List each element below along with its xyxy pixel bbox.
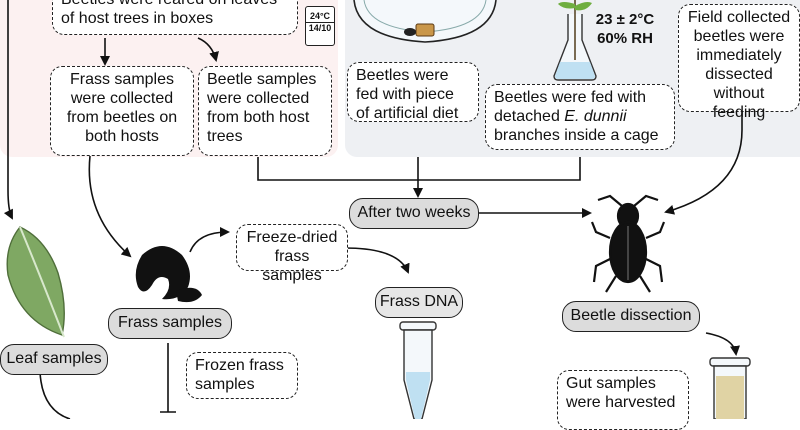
dunnii-text-post: branches inside a cage [494,127,659,144]
beetle-icon [590,194,666,293]
badge-temperature: 24°C [309,11,331,21]
frozen-frass-text: Frozen frass samples [195,357,284,393]
reared-text: Beetles were reared on leaves of host tr… [61,0,277,27]
beetle-collected-text: Beetle samples were collected from both … [207,71,317,145]
frass-samples-pill: Frass samples [108,308,232,339]
tube-icon [399,321,437,419]
flask-icon [553,0,597,81]
badge-photoperiod: 14/10 [306,22,334,34]
reared-on-leaves-box: Beetles were reared on leaves of host tr… [52,0,298,35]
beetle-dissection-pill: Beetle dissection [562,301,700,332]
frass-collected-text: Frass samples were collected from beetle… [66,71,178,145]
petri-dish-icon [353,0,497,43]
frass-collected-box: Frass samples were collected from beetle… [50,66,194,156]
humidity-label: 60% RH [597,30,653,47]
field-collected-box: Field collected beetles were immediately… [678,4,800,121]
freeze-dried-text: Freeze-dried frass samples [246,229,338,284]
frass-dna-pill: Frass DNA [375,287,463,318]
climate-chamber-badge: 24°C 14/10 [305,6,335,46]
dunnii-text-pre: Beetles were fed with detached [494,89,647,125]
leaf-icon [6,226,65,338]
temperature-label: 23 ± 2°C [595,11,655,28]
gut-samples-text: Gut samples were harvested [566,375,676,411]
frass-icon [135,246,202,303]
flow-arrows [3,0,743,419]
beetle-collected-box: Beetle samples were collected from both … [198,66,332,156]
leaf-samples-pill: Leaf samples [0,344,108,375]
field-collected-text: Field collected beetles were immediately… [687,9,791,121]
dunnii-branches-box: Beetles were fed with detached E. dunnii… [485,84,675,150]
freeze-dried-box: Freeze-dried frass samples [236,224,348,284]
dunnii-species-name: E. dunnii [564,108,627,125]
artificial-diet-text: Beetles were fed with piece of artificia… [356,67,459,122]
rearing-conditions: 23 ± 2°C 60% RH [590,10,660,48]
gut-tube-icon [709,357,751,419]
frozen-frass-box: Frozen frass samples [186,352,298,399]
gut-samples-box: Gut samples were harvested [557,370,689,430]
after-two-weeks-pill: After two weeks [349,198,479,229]
artificial-diet-box: Beetles were fed with piece of artificia… [347,62,479,122]
